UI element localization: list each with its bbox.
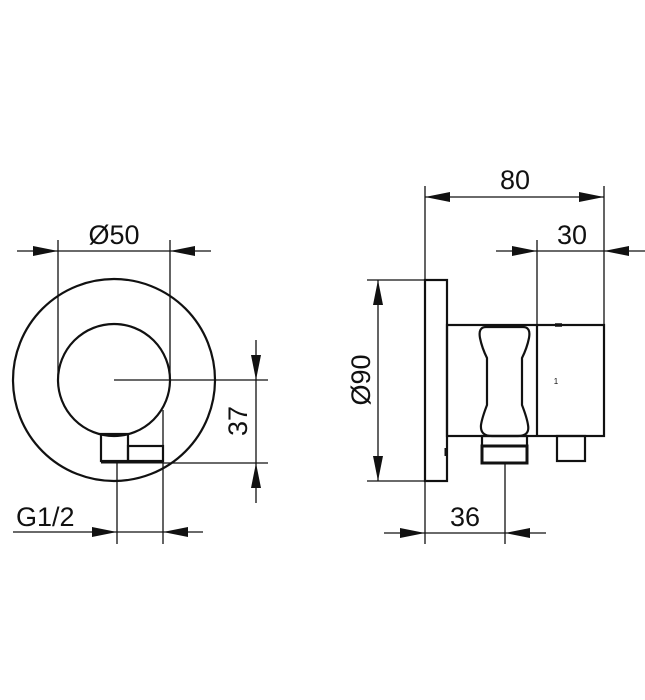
arrow-icon: [512, 246, 537, 256]
bottom-outlet-thread: [480, 444, 529, 465]
dimension-label-diameter-50: Ø50: [88, 220, 139, 250]
body-foot: [555, 434, 587, 463]
marker-label: 1: [554, 377, 559, 386]
arrow-icon: [604, 246, 629, 256]
dimension-offset-37: 37: [114, 340, 268, 503]
arrow-icon: [163, 527, 188, 537]
arrow-icon: [505, 528, 530, 538]
arrow-icon: [579, 192, 604, 202]
dimension-outlet-36: 36: [384, 463, 546, 544]
arrow-icon: [373, 280, 383, 305]
arrow-icon: [33, 246, 58, 256]
arrow-icon: [170, 246, 195, 256]
arrow-icon: [251, 463, 261, 488]
dimension-thread-g12: G1/2: [13, 410, 203, 544]
dimension-depth-80: 80: [424, 165, 605, 544]
dimension-diameter-50: Ø50: [17, 220, 211, 380]
outlet-side-block: [126, 444, 165, 463]
dimension-label-37: 37: [223, 406, 253, 436]
dimension-label-g12: G1/2: [16, 502, 75, 532]
dimension-label-30: 30: [557, 220, 587, 250]
dimension-body-30: 30: [496, 220, 645, 325]
handshower-holder: [478, 325, 531, 438]
dimension-label-diameter-90: Ø90: [346, 354, 376, 405]
flange-plate: [423, 278, 449, 483]
dimension-label-80: 80: [500, 165, 530, 195]
arrow-icon: [400, 528, 425, 538]
dimension-diameter-90: Ø90: [346, 279, 447, 482]
dimension-label-36: 36: [450, 502, 480, 532]
side-view: 1 80 30 Ø90: [346, 165, 645, 544]
arrow-icon: [92, 527, 117, 537]
arrow-icon: [373, 456, 383, 481]
front-view: Ø50 37 G1/2: [11, 220, 268, 544]
outlet-connector: [99, 432, 130, 463]
arrow-icon: [251, 355, 261, 380]
outlet-body: [445, 323, 606, 438]
arrow-icon: [425, 192, 450, 202]
